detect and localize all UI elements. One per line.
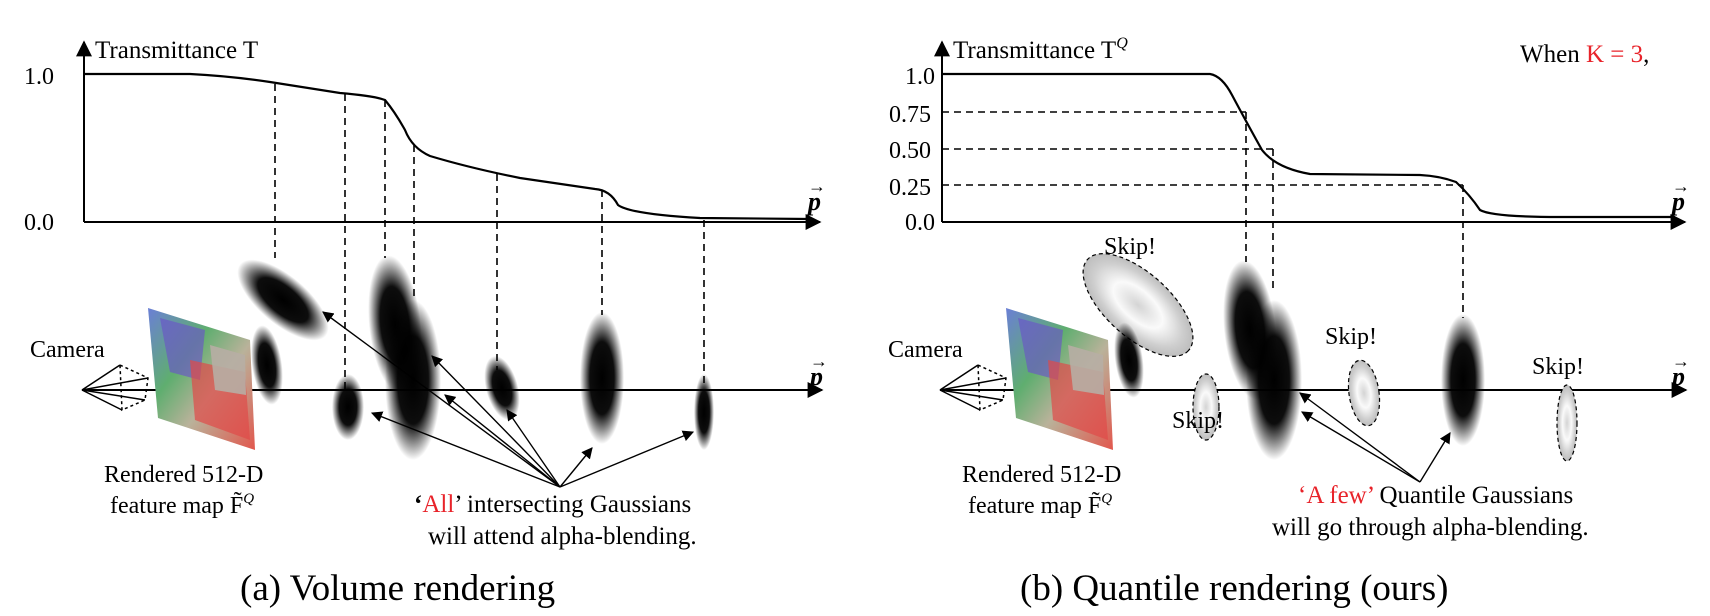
y-tick-0-75: 0.75	[889, 102, 931, 128]
note-line2: will attend alpha-blending.	[428, 523, 697, 550]
y-axis-label: Transmittance TQ	[953, 35, 1128, 64]
y-tick-1: 1.0	[24, 64, 54, 90]
gaussian	[580, 312, 624, 444]
transmittance-curve	[84, 72, 811, 221]
y-tick-0-25: 0.25	[889, 175, 931, 201]
note-line1: ‘All’ intersecting Gaussians	[414, 491, 691, 518]
feature-map-image	[148, 308, 255, 450]
pointer-lines	[322, 311, 695, 488]
gaussian	[385, 300, 441, 460]
when-k-label: When K = 3,	[1520, 41, 1649, 68]
gaussian	[237, 259, 329, 341]
y-tick-0: 0.0	[24, 210, 54, 236]
skip-label-4: Skip!	[1532, 354, 1584, 380]
ray-axis-label: p	[1670, 362, 1685, 391]
skip-label-3: Skip!	[1325, 324, 1377, 350]
x-vector-arrow: →	[808, 176, 826, 196]
volume-rendering-panel: Transmittance T 1.0 0.0 p → p → Ca	[24, 37, 828, 609]
x-axis-label: p	[806, 187, 821, 216]
camera-label: Camera	[30, 337, 105, 363]
ray-axis-label: p	[808, 362, 823, 391]
gaussian	[251, 325, 283, 405]
gaussian	[332, 374, 364, 440]
quantile-lines	[942, 111, 1464, 318]
feature-map-label-line1: Rendered 512-D	[962, 462, 1121, 488]
skip-label-2: Skip!	[1172, 408, 1224, 434]
skipped-gaussian	[1192, 373, 1220, 441]
ray-vector-arrow: →	[810, 351, 828, 371]
feature-map-image	[1006, 308, 1113, 450]
caption-quantile-rendering: (b) Quantile rendering (ours)	[1020, 568, 1448, 609]
note-line1: ‘A few’ Quantile Gaussians	[1298, 482, 1573, 509]
feature-map-label-line2: feature map F̃Q	[968, 491, 1112, 519]
pointer-lines	[1299, 392, 1451, 483]
y-tick-0-0: 0.0	[905, 210, 935, 236]
gaussian	[484, 355, 520, 421]
gaussian	[1441, 314, 1485, 446]
x-vector-arrow: →	[1672, 176, 1690, 196]
skip-label-1: Skip!	[1104, 234, 1156, 260]
camera-icon	[81, 363, 149, 412]
note-line2: will go through alpha-blending.	[1272, 514, 1589, 541]
projection-lines	[274, 84, 705, 392]
skipped-gaussian	[1556, 384, 1578, 462]
quantile-rendering-panel: Transmittance TQ When K = 3, 1.0 0.75 0.…	[888, 35, 1690, 609]
skipped-gaussian	[1082, 253, 1194, 357]
gaussian	[1114, 322, 1144, 398]
y-axis-label: Transmittance T	[95, 37, 258, 64]
caption-volume-rendering: (a) Volume rendering	[240, 568, 555, 609]
gaussians	[237, 255, 714, 460]
gaussians	[1082, 253, 1578, 462]
transmittance-curve	[942, 72, 1675, 219]
feature-map-label-line2: feature map F̃Q	[110, 491, 254, 519]
ray-vector-arrow: →	[1672, 351, 1690, 371]
feature-map-label-line1: Rendered 512-D	[104, 462, 263, 488]
gaussian	[694, 374, 714, 450]
skipped-gaussian	[1347, 359, 1381, 427]
camera-label: Camera	[888, 337, 963, 363]
y-tick-1-0: 1.0	[905, 64, 935, 90]
gaussian	[1246, 300, 1302, 460]
x-axis-label: p	[1670, 187, 1685, 216]
camera-icon	[939, 363, 1007, 412]
y-tick-0-50: 0.50	[889, 138, 931, 164]
